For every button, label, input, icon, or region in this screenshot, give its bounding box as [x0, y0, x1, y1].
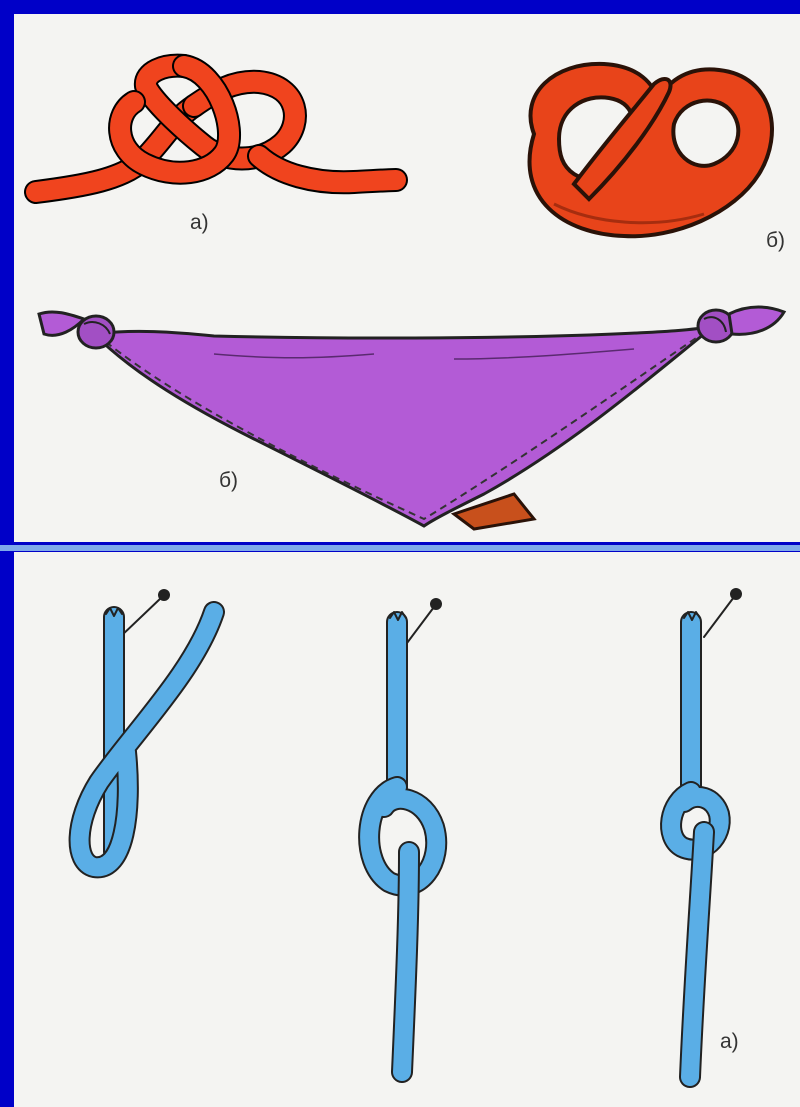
scarf-left-knot — [39, 312, 114, 348]
knot-steps-illustration — [14, 552, 800, 1107]
scarf-right-knot — [698, 307, 784, 342]
divider-stripe — [0, 545, 800, 551]
knot-step-3-drawing — [671, 588, 742, 1077]
red-rope-knot-drawing — [36, 66, 396, 192]
scarf-drawing — [39, 307, 784, 529]
pretzel-label: б) — [766, 229, 785, 253]
knot-steps-label: а) — [720, 1030, 739, 1054]
knot-step-2-drawing — [369, 598, 442, 1072]
pretzel-drawing — [530, 64, 772, 236]
rope-knot-label: а) — [190, 211, 209, 235]
top-illustration-panel: а) б) б) — [14, 14, 800, 542]
knot-step-1-drawing — [80, 589, 214, 867]
bottom-illustration-panel: а) — [14, 552, 800, 1107]
top-illustration — [14, 14, 800, 542]
scarf-label: б) — [219, 469, 238, 493]
